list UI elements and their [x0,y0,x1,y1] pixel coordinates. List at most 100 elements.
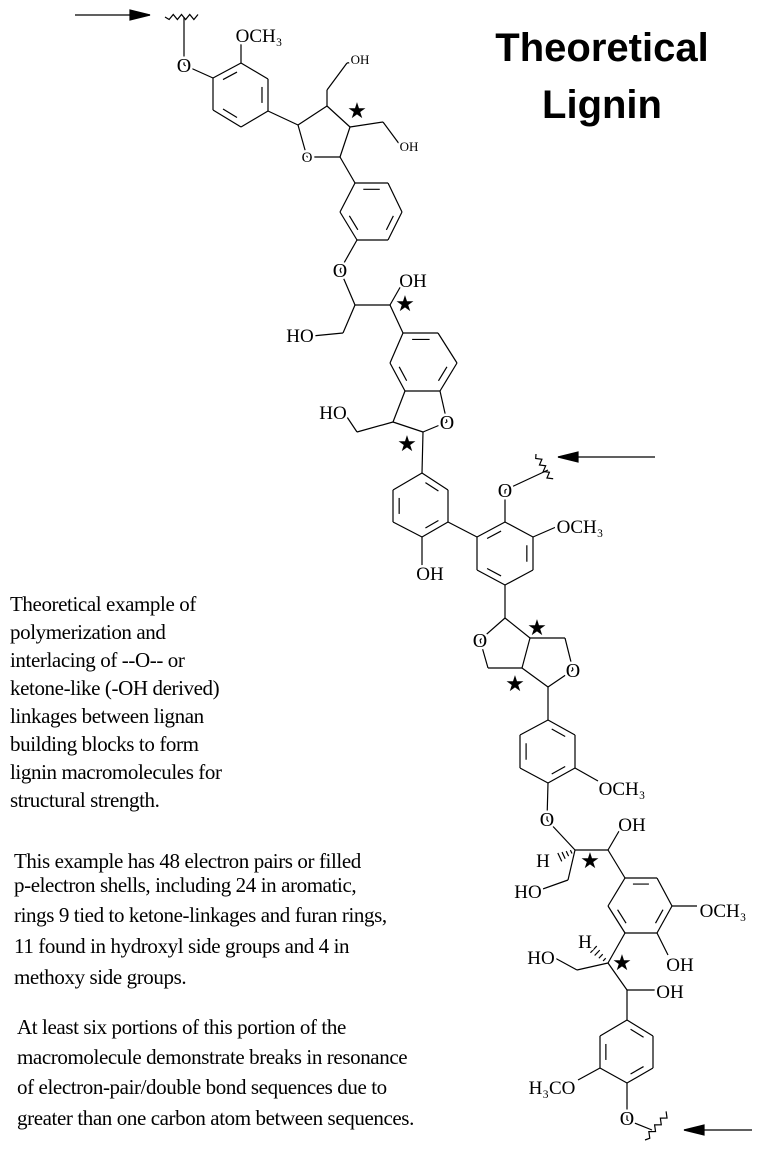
double-bond-line [437,366,448,382]
star-marker-icon: ★ [580,849,600,874]
bond [447,521,478,538]
wavy-bond-break [535,453,554,480]
ring-bond [421,472,449,491]
bond [576,962,609,971]
bond [574,767,599,782]
bond [607,932,626,964]
atom-label: OH [400,139,419,154]
bond [339,239,358,271]
star-marker-icon: ★ [397,432,417,457]
bond [344,413,358,433]
atom-label: O [540,809,554,831]
ring-bond [656,877,673,907]
double-bond-line [551,728,566,738]
hash-line [557,852,563,862]
atom-label: OH [416,564,444,585]
aromatic-ring [389,332,458,392]
bond [564,637,574,671]
bond [389,283,403,306]
double-bond-line [425,482,439,492]
text-line: At least six portions of this portion of… [17,1015,346,1039]
text-line: This example has 48 electron pairs or fi… [14,849,361,873]
atom-label: OH [618,815,646,836]
bond [267,110,299,126]
double-bond-line [630,1028,644,1038]
bond [339,126,351,158]
ring-bond [599,1067,628,1084]
text-line: ketone-like (-OH derived) [10,676,220,700]
atom-label: HO [319,403,346,424]
ring-bond [626,1067,654,1084]
attachment-arrow [683,1124,752,1136]
ring-bond [504,521,534,538]
ring-bond [626,1019,654,1037]
ring-bond [547,719,576,736]
atom-label: OH [656,982,684,1003]
atom-label: OCH₃ [700,901,747,922]
paragraph-resonance-breaks: At least six portions of this portion of… [17,1012,414,1133]
bond [504,469,549,491]
bond [626,1119,653,1131]
bond [567,849,576,881]
bond [521,637,531,669]
text-line: structural strength. [10,788,160,812]
bond [521,667,549,688]
ring-bond [607,905,626,934]
ring-bond [240,62,269,80]
aromatic-ring [476,521,534,586]
ring-bond [339,211,358,241]
bond [546,819,576,851]
hash-line [594,949,601,956]
double-bond-line [425,519,439,529]
title-line-2: Lignin [542,83,662,127]
double-bond-line [348,215,359,231]
ring-bond [607,877,626,907]
bond [607,849,626,879]
ring-bond [392,521,423,538]
bond [356,421,394,433]
attachment-arrow [557,451,655,463]
ring-bond [387,182,403,213]
aromatic-ring [607,877,673,934]
bond [311,332,344,337]
ring-bond [476,521,506,538]
double-bond-line [486,530,502,540]
hash-line [569,849,573,854]
double-bond-line [398,366,408,382]
aromatic-ring [392,472,449,538]
bond [479,639,489,669]
bond [421,431,424,474]
text-line: p-electron shells, including 24 in aroma… [14,873,357,897]
atom-label: HO [527,948,554,969]
bond [349,121,384,128]
bond [504,617,531,639]
arrow-head-icon [683,1124,705,1136]
atom-label: H [536,851,550,872]
arrow-head-icon [129,9,151,21]
bond [339,269,356,306]
text-line: 11 found in hydroxyl side groups and 4 i… [14,934,350,958]
hash-line [561,851,566,860]
hashed-bond [590,945,607,962]
bonds [75,9,752,1141]
atom-label: H [578,932,592,953]
bond [297,124,308,158]
bond [656,932,669,956]
wavy-bond-break [164,13,199,21]
ring-bond [387,211,403,241]
bond [539,879,569,891]
bond [547,669,574,688]
ring-bond [476,569,506,586]
star-marker-icon: ★ [527,616,547,641]
bond [382,121,401,146]
double-bond-line [385,215,394,231]
ring-bond [656,905,673,934]
star-marker-icon: ★ [347,99,367,124]
bond [389,304,404,334]
star-marker-icon: ★ [612,951,632,976]
ring-bond [519,767,549,784]
ring-bond [439,362,458,392]
bond [339,156,356,184]
ring-bond [339,182,356,213]
